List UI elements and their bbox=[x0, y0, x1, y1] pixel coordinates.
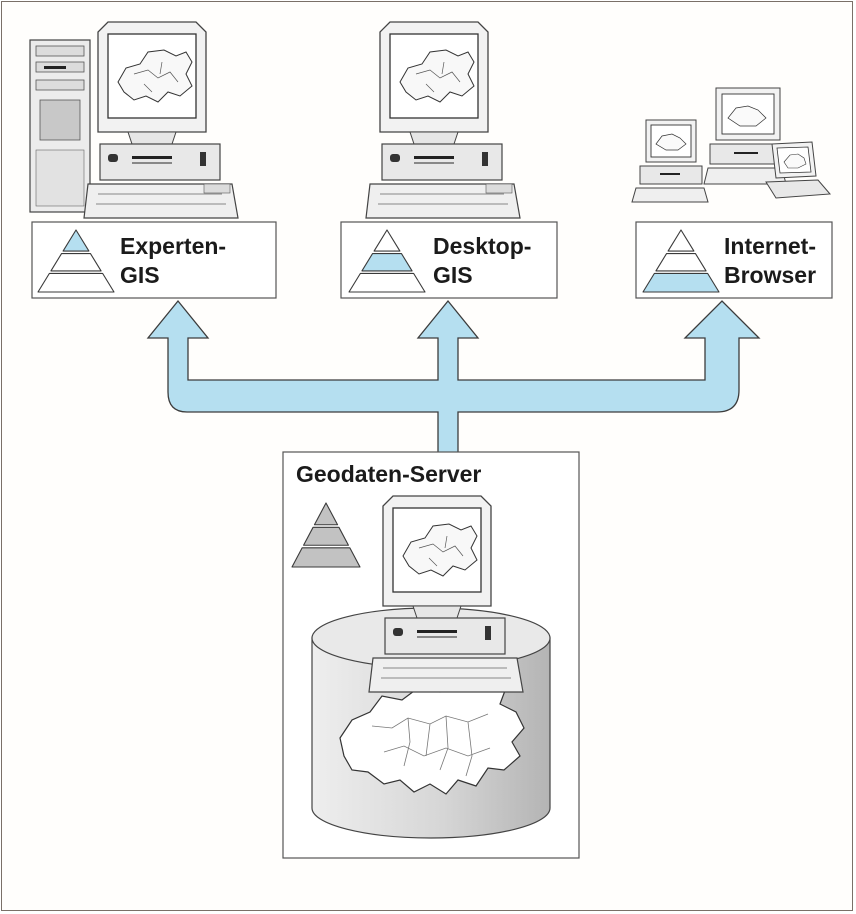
pyramid-tier bbox=[291, 547, 361, 568]
client-experten-gis bbox=[29, 21, 239, 219]
pyramid-tier bbox=[348, 272, 426, 293]
pyramid-icon bbox=[642, 229, 720, 293]
geodaten-server-panel: Geodaten-Server bbox=[282, 451, 580, 859]
distribution-arrows bbox=[146, 299, 761, 459]
desktop-computer-icon bbox=[365, 21, 521, 219]
pyramid-icon bbox=[348, 229, 426, 293]
client-desktop-gis bbox=[365, 21, 521, 219]
client-label-line2: GIS bbox=[433, 262, 473, 288]
client-label-line2: GIS bbox=[120, 262, 160, 288]
pyramid-icon bbox=[37, 229, 115, 293]
client-internet-browser bbox=[631, 87, 832, 203]
pyramid-tier bbox=[313, 502, 339, 526]
pyramid-tier bbox=[62, 229, 90, 252]
pyramid-tier bbox=[303, 526, 349, 546]
pyramid-icon bbox=[291, 502, 361, 568]
pyramid-tier bbox=[361, 253, 413, 272]
tower-computer-icon bbox=[29, 39, 91, 213]
client-label-line1: Internet- bbox=[724, 233, 816, 259]
pyramid-tier bbox=[642, 272, 720, 293]
pyramid-tier bbox=[667, 229, 695, 252]
pyramid-tier bbox=[37, 272, 115, 293]
pyramid-tier bbox=[50, 253, 102, 272]
pyramid-tier bbox=[373, 229, 401, 252]
server-title: Geodaten-Server bbox=[296, 461, 481, 487]
client-label-line1: Experten- bbox=[120, 233, 226, 259]
arrow-network bbox=[146, 299, 761, 459]
multiple-computers-icon bbox=[631, 87, 832, 203]
desktop-computer-icon bbox=[83, 21, 239, 219]
pyramid-tier bbox=[655, 253, 707, 272]
desktop-computer-icon bbox=[368, 495, 524, 693]
client-label-line1: Desktop- bbox=[433, 233, 531, 259]
client-label-line2: Browser bbox=[724, 262, 816, 288]
